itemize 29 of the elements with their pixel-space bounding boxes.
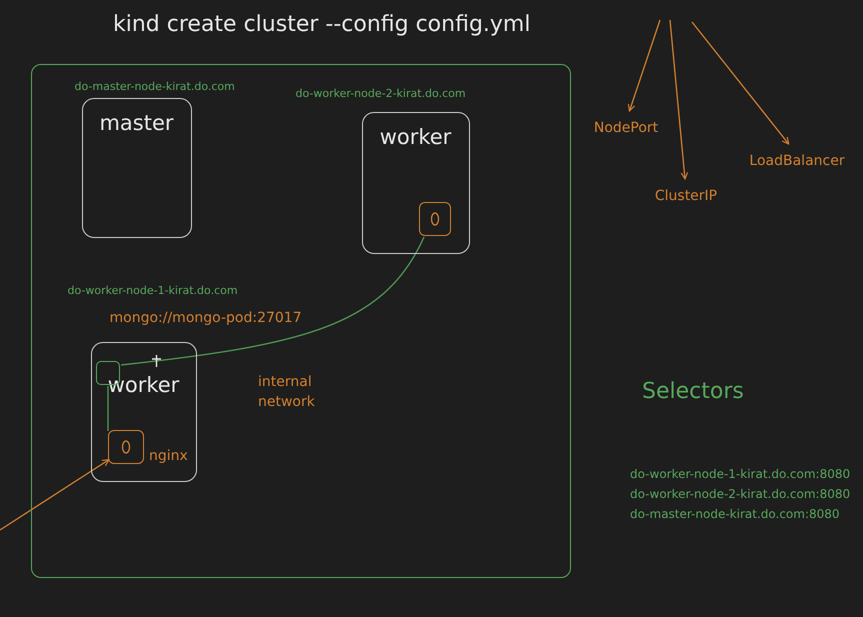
arrow (628, 20, 661, 112)
arrow (669, 20, 688, 180)
node-box (90, 342, 196, 482)
annotation-text: nginx (149, 448, 188, 464)
pod-box (108, 430, 144, 464)
network-note: internal network (258, 373, 316, 412)
connector-line (107, 386, 109, 431)
node-box (82, 98, 192, 238)
cluster-frame (31, 64, 571, 578)
connector-line (120, 236, 425, 366)
arrow (0, 459, 110, 531)
node-box (362, 112, 470, 254)
section-heading: Selectors (642, 378, 745, 406)
selector-text: do-worker-node-1-kirat.do.com:8080 (630, 466, 852, 483)
node-title: worker (380, 124, 452, 148)
service-type-label: ClusterIP (646, 185, 726, 207)
arrow (692, 22, 790, 145)
hostname-label: do-master-node-kirat.do.com (74, 80, 235, 92)
selector-text: do-master-node-kirat.do.com:8080 (630, 506, 841, 523)
service-type-label: LoadBalancer (742, 150, 852, 172)
service-type-label: NodePort (586, 117, 666, 139)
pod-box (419, 202, 451, 236)
hostname-label: do-worker-node-2-kirat.do.com (296, 86, 466, 100)
hostname-label: do-worker-node-1-kirat.do.com (68, 284, 238, 296)
node-title: worker (108, 372, 180, 396)
annotation-text: mongo://mongo-pod:27017 (110, 310, 302, 326)
node-title: master (99, 110, 174, 134)
selector-text: do-worker-node-2-kirat.do.com:8080 (630, 486, 852, 503)
command-title: kind create cluster --config config.yml (113, 12, 530, 37)
